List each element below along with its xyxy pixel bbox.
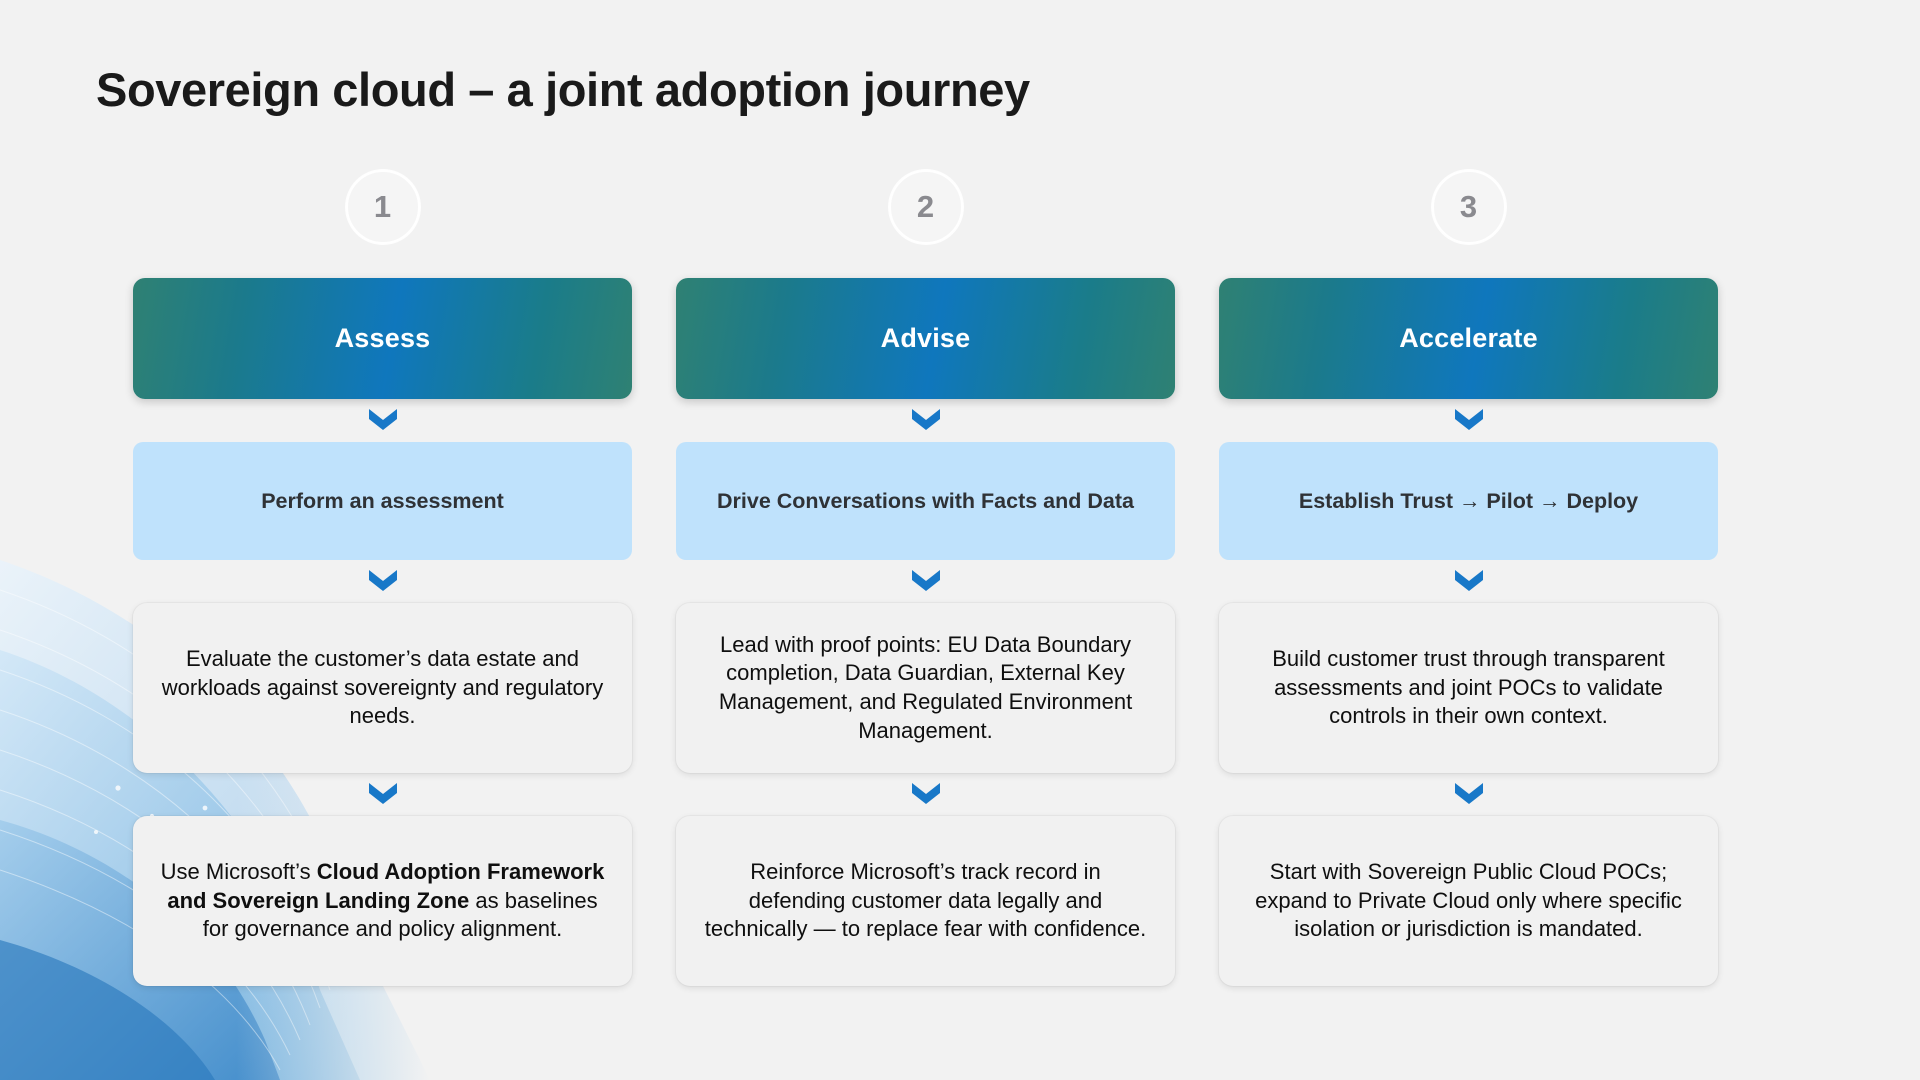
detail-card-advise-1: Lead with proof points: EU Data Boundary… [676, 603, 1175, 773]
page-title: Sovereign cloud – a joint adoption journ… [96, 63, 1030, 116]
step-badge-1: 1 [345, 170, 420, 244]
double-chevron-down-icon [1452, 782, 1486, 808]
subheader-advise[interactable]: Drive Conversations with Facts and Data [676, 442, 1175, 560]
phase-header-accelerate[interactable]: Accelerate [1219, 278, 1718, 399]
detail-card-accelerate-2: Start with Sovereign Public Cloud POCs; … [1219, 816, 1718, 986]
journey-column-assess: 1 Assess Perform an assessment Evaluate … [133, 170, 632, 986]
detail-text-prefix: Reinforce Microsoft’s track record in de… [704, 859, 1147, 942]
detail-card-assess-1: Evaluate the customer’s data estate and … [133, 603, 632, 773]
phase-header-assess[interactable]: Assess [133, 278, 632, 399]
journey-column-advise: 2 Advise Drive Conversations with Facts … [676, 170, 1175, 986]
double-chevron-down-icon [909, 408, 943, 434]
step-badge-3: 3 [1431, 170, 1506, 244]
step-badge-2: 2 [888, 170, 963, 244]
detail-text-prefix: Use Microsoft’s [160, 859, 317, 885]
double-chevron-down-icon [1452, 569, 1486, 595]
double-chevron-down-icon [909, 782, 943, 808]
double-chevron-down-icon [366, 569, 400, 595]
detail-card-accelerate-1: Build customer trust through transparent… [1219, 603, 1718, 773]
detail-text-prefix: Start with Sovereign Public Cloud POCs; … [1255, 859, 1682, 942]
double-chevron-down-icon [1452, 408, 1486, 434]
subheader-accelerate[interactable]: Establish Trust → Pilot → Deploy [1219, 442, 1718, 560]
double-chevron-down-icon [366, 782, 400, 808]
detail-card-assess-2: Use Microsoft’s Cloud Adoption Framework… [133, 816, 632, 986]
journey-column-accelerate: 3 Accelerate Establish Trust → Pilot → D… [1219, 170, 1718, 986]
double-chevron-down-icon [909, 569, 943, 595]
double-chevron-down-icon [366, 408, 400, 434]
journey-columns: 1 Assess Perform an assessment Evaluate … [0, 170, 1920, 986]
phase-header-advise[interactable]: Advise [676, 278, 1175, 399]
detail-card-advise-2: Reinforce Microsoft’s track record in de… [676, 816, 1175, 986]
subheader-assess[interactable]: Perform an assessment [133, 442, 632, 560]
